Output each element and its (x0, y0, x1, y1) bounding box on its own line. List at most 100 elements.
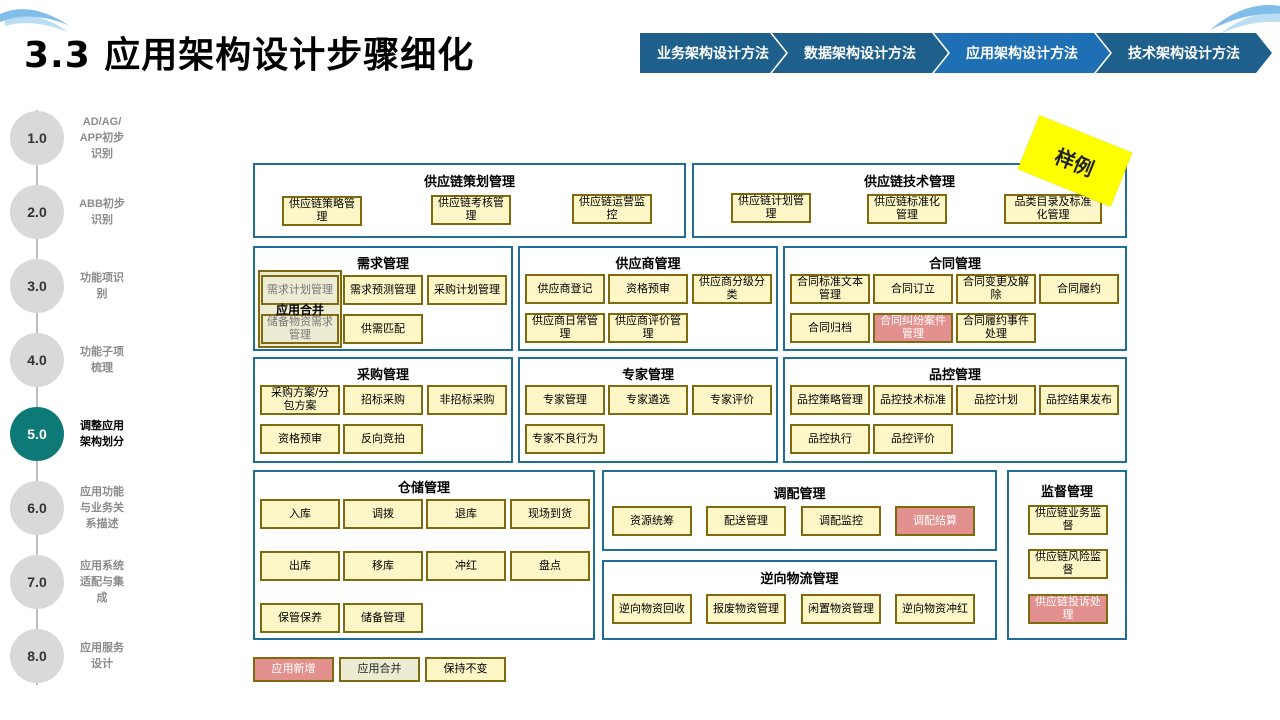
step-label: 应用系统适配与集成 (76, 555, 128, 609)
step-label: AD/AG/ APP初步识别 (76, 111, 128, 165)
app-box[interactable]: 品控评价 (873, 424, 953, 454)
app-box[interactable]: 资格预审 (608, 274, 688, 304)
step-number: 7.0 (10, 555, 64, 609)
step-label: 应用功能与业务关系描述 (76, 481, 128, 535)
app-box[interactable]: 盘点 (510, 551, 590, 581)
group-title: 调配管理 (604, 483, 995, 502)
app-box[interactable]: 冲红 (426, 551, 506, 581)
app-box[interactable]: 供应商登记 (525, 274, 605, 304)
app-box[interactable]: 品控执行 (790, 424, 870, 454)
app-box[interactable]: 品控策略管理 (790, 385, 870, 415)
app-box[interactable]: 退库 (426, 499, 506, 529)
group-title: 专家管理 (520, 364, 776, 383)
app-box[interactable]: 合同标准文本管理 (790, 274, 870, 304)
app-box[interactable]: 专家管理 (525, 385, 605, 415)
app-box[interactable]: 报废物资管理 (706, 594, 786, 624)
app-box[interactable]: 专家评价 (692, 385, 772, 415)
app-box[interactable]: 合同变更及解除 (956, 274, 1036, 304)
app-box[interactable]: 供应商分级分类 (692, 274, 772, 304)
step-number: 3.0 (10, 259, 64, 313)
app-box[interactable]: 合同履约事件处理 (956, 313, 1036, 343)
step-label: 调整应用架构划分 (76, 407, 128, 461)
step-label: 功能子项梳理 (76, 333, 128, 387)
app-box[interactable]: 专家遴选 (608, 385, 688, 415)
app-box[interactable]: 非招标采购 (427, 385, 507, 415)
group-title: 供应链策划管理 (255, 171, 684, 190)
app-box[interactable]: 合同履约 (1039, 274, 1119, 304)
app-box[interactable]: 移库 (343, 551, 423, 581)
step-number: 8.0 (10, 629, 64, 683)
app-box[interactable]: 品控计划 (956, 385, 1036, 415)
step-number: 5.0 (10, 407, 64, 461)
app-box[interactable]: 品控结果发布 (1039, 385, 1119, 415)
step-number: 1.0 (10, 111, 64, 165)
app-box[interactable]: 现场到货 (510, 499, 590, 529)
group-title: 采购管理 (255, 364, 511, 383)
merge-label: 应用合并 (258, 301, 342, 318)
method-nav: 业务架构设计方法 数据架构设计方法 应用架构设计方法 技术架构设计方法 (640, 33, 1272, 73)
step-label: 功能项识别 (76, 259, 128, 313)
app-box[interactable]: 供应商日常管理 (525, 313, 605, 343)
group-title: 合同管理 (785, 253, 1125, 272)
app-box[interactable]: 反向竞拍 (343, 424, 423, 454)
app-box[interactable]: 逆向物资回收 (612, 594, 692, 624)
group-title: 品控管理 (785, 364, 1125, 383)
app-box[interactable]: 资格预审 (260, 424, 340, 454)
app-box[interactable]: 供需匹配 (343, 314, 423, 344)
app-box[interactable]: 采购计划管理 (427, 275, 507, 305)
app-box[interactable]: 专家不良行为 (525, 424, 605, 454)
step-number: 6.0 (10, 481, 64, 535)
nav-application-method[interactable]: 应用架构设计方法 (934, 33, 1110, 73)
app-box[interactable]: 品类目录及标准化管理 (1004, 194, 1102, 224)
app-box[interactable]: 合同订立 (873, 274, 953, 304)
group-title: 供应商管理 (520, 253, 776, 272)
app-box[interactable]: 闲置物资管理 (801, 594, 881, 624)
legend-merge: 应用合并 (339, 657, 420, 682)
legend-unchanged: 保持不变 (425, 657, 506, 682)
nav-business-method[interactable]: 业务架构设计方法 (640, 33, 786, 73)
app-box[interactable]: 配送管理 (706, 506, 786, 536)
app-box[interactable]: 逆向物资冲红 (895, 594, 975, 624)
app-box[interactable]: 采购方案/分包方案 (260, 385, 340, 415)
app-box[interactable]: 合同归档 (790, 313, 870, 343)
step-label: ABB初步识别 (76, 185, 128, 239)
app-box[interactable]: 出库 (260, 551, 340, 581)
app-box-new[interactable]: 调配结算 (895, 506, 975, 536)
app-box[interactable]: 供应链考核管理 (431, 195, 511, 225)
app-box[interactable]: 供应商评价管理 (608, 313, 688, 343)
app-box[interactable]: 需求预测管理 (343, 275, 423, 305)
group-title: 仓储管理 (255, 477, 593, 496)
app-box[interactable]: 入库 (260, 499, 340, 529)
app-box-merged[interactable]: 储备物资需求管理 (261, 314, 339, 344)
app-box[interactable]: 供应链运营监控 (572, 194, 652, 224)
app-box[interactable]: 招标采购 (343, 385, 423, 415)
app-box[interactable]: 供应链风险监督 (1028, 549, 1108, 579)
nav-data-method[interactable]: 数据架构设计方法 (772, 33, 948, 73)
app-box[interactable]: 供应链业务监督 (1028, 505, 1108, 535)
step-label: 应用服务设计 (76, 629, 128, 683)
app-box-new[interactable]: 合同纠纷案件管理 (873, 313, 953, 343)
step-number: 4.0 (10, 333, 64, 387)
app-box[interactable]: 资源统筹 (612, 506, 692, 536)
legend-new: 应用新增 (253, 657, 334, 682)
app-box-new[interactable]: 供应链投诉处理 (1028, 594, 1108, 624)
app-box[interactable]: 调配监控 (801, 506, 881, 536)
app-box[interactable]: 储备管理 (343, 603, 423, 633)
app-box[interactable]: 供应链计划管理 (731, 193, 811, 223)
app-box[interactable]: 保管保养 (260, 603, 340, 633)
nav-technology-method[interactable]: 技术架构设计方法 (1096, 33, 1272, 73)
app-box[interactable]: 调拨 (343, 499, 423, 529)
app-box[interactable]: 供应链策略管理 (282, 196, 362, 226)
page-title: 3.3 应用架构设计步骤细化 (24, 26, 474, 78)
group-title: 监督管理 (1009, 481, 1125, 500)
app-box[interactable]: 供应链标准化管理 (867, 194, 947, 224)
app-box[interactable]: 品控技术标准 (873, 385, 953, 415)
